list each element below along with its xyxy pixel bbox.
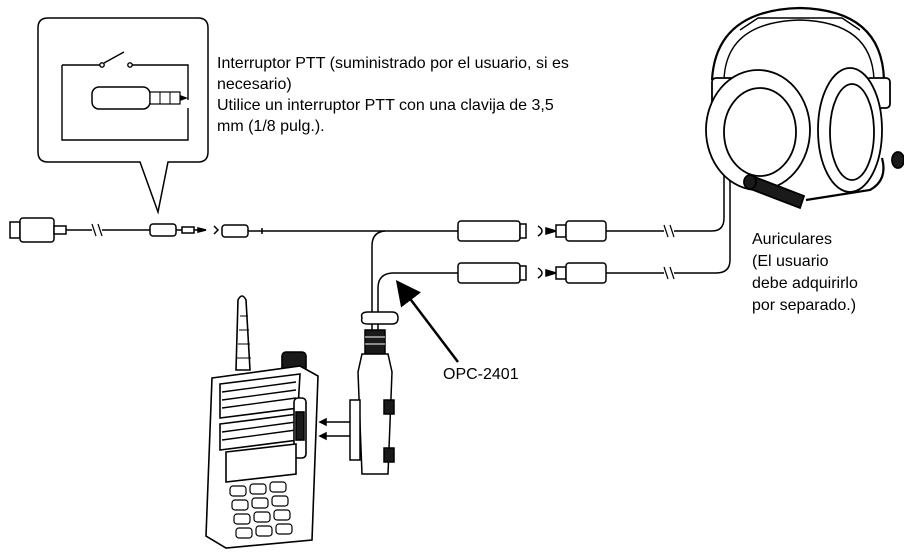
headset-illustration (705, 6, 904, 210)
headset-plugs (537, 160, 731, 284)
ptt-note-line-3: Utilice un interruptor PTT con una clavi… (217, 97, 554, 114)
ptt-cable (9, 217, 207, 243)
ptt-note-line-2: necesario) (217, 76, 292, 93)
ptt-note-line-4: mm (1/8 pulg.). (217, 118, 325, 135)
radio-illustration (205, 295, 319, 549)
ptt-note-line-1: Interruptor PTT (suministrado por el usu… (217, 55, 569, 72)
cable-model-label: OPC-2401 (443, 366, 519, 383)
pointer-arrow (395, 280, 459, 363)
ptt-switch-schematic (61, 51, 189, 141)
radio-adapter (318, 329, 395, 475)
headset-note-line-2: (El usuario (752, 253, 829, 270)
headset-note-line-3: debe adquirirlo (752, 275, 858, 292)
ptt-callout (37, 17, 209, 215)
opc-main-cable (213, 220, 527, 330)
headset-note-line-4: por separado.) (752, 297, 857, 314)
ptt-plug-icon (91, 86, 188, 110)
headset-note-line-1: Auriculares (752, 231, 833, 248)
